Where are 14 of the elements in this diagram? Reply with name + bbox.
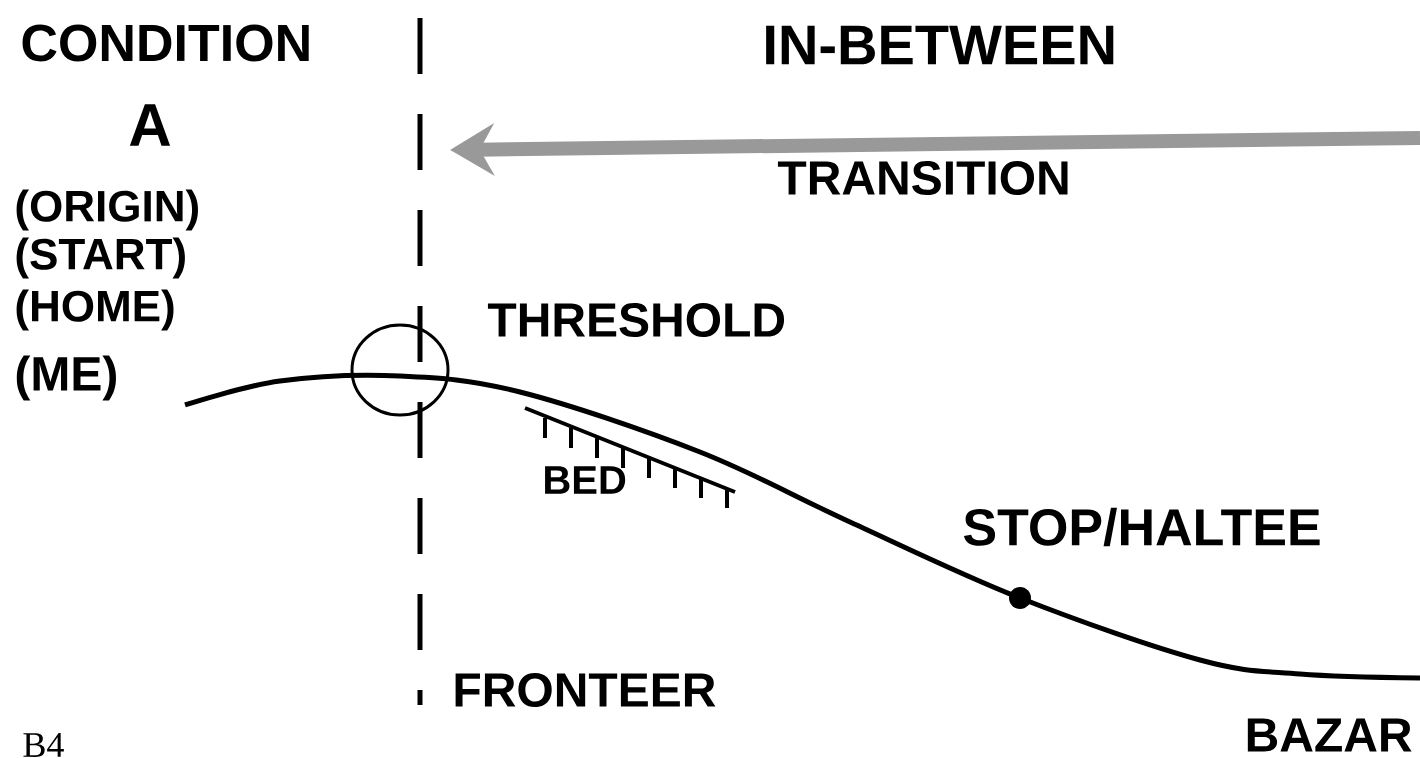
handwritten-label: (ME) (16, 355, 116, 401)
handwritten-label: (HOME) (16, 289, 174, 331)
handwritten-label: STOP/HALTEE (963, 507, 1320, 547)
handwritten-label: TRANSITION (777, 161, 1068, 195)
handwritten-label: (ORIGIN) (16, 189, 198, 231)
handwritten-label: CONDITION (22, 24, 309, 62)
handwritten-label: BED (545, 466, 626, 494)
handwritten-label: THRESHOLD (487, 303, 785, 337)
handwritten-label: (START) (16, 237, 185, 279)
handwritten-label: A (129, 104, 171, 146)
handwritten-label: IN-BETWEEN (766, 25, 1114, 65)
handwritten-label: FRONTEER (455, 673, 716, 707)
handwritten-label: B4 (23, 733, 64, 757)
handwritten-label: BAZAR (1247, 718, 1412, 752)
